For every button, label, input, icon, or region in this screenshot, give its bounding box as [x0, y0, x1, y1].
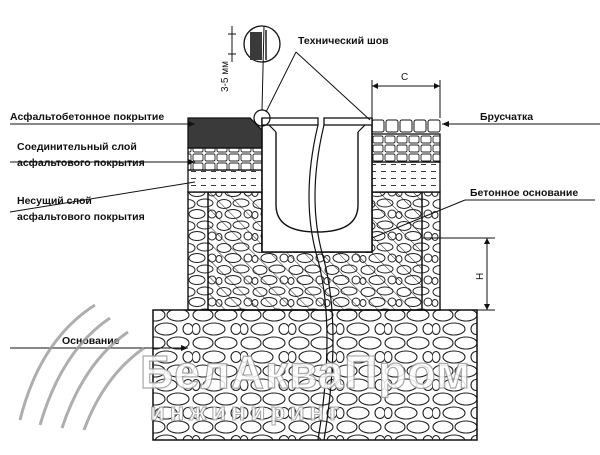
c-dimension: [371, 80, 441, 118]
concrete-base-label: Бетонное основание: [470, 187, 578, 199]
watermark-line1: БелАкваПром: [140, 346, 471, 398]
paving-structure: [371, 119, 441, 193]
section-break-line: [308, 124, 328, 441]
watermark: БелАкваПром инжиниринг: [18, 303, 471, 431]
h-dimension-label: Н: [475, 273, 486, 280]
binding-layer-label-line2: асфальтового покрытия: [17, 157, 145, 169]
foundation-label: Основание: [62, 335, 120, 347]
watermark-line2: инжиниринг: [150, 399, 344, 426]
binding-layer-label-line1: Соединительный слой: [17, 141, 137, 153]
grating: [261, 117, 373, 126]
technical-seam-label: Технический шов: [298, 35, 389, 47]
asphalt-surface-label: Асфальтобетонное покрытие: [10, 111, 164, 123]
bearing-layer-label-line2: асфальтового покрытия: [17, 211, 145, 223]
watermark-logo: [18, 303, 145, 431]
section-break-line-2: [314, 124, 334, 441]
c-dimension-label: С: [401, 72, 408, 83]
paving-label: Брусчатка: [480, 111, 533, 123]
leader-lines: [9, 123, 600, 349]
seam-detail: [228, 25, 371, 127]
seam-width-label: 3-5 мм: [220, 61, 231, 92]
foundation-layer: [152, 309, 478, 441]
asphalt-structure: [187, 117, 263, 193]
h-dimension: [422, 237, 495, 311]
bearing-layer-label-line1: Несущий слой: [17, 195, 92, 207]
drainage-channel: [261, 117, 373, 253]
